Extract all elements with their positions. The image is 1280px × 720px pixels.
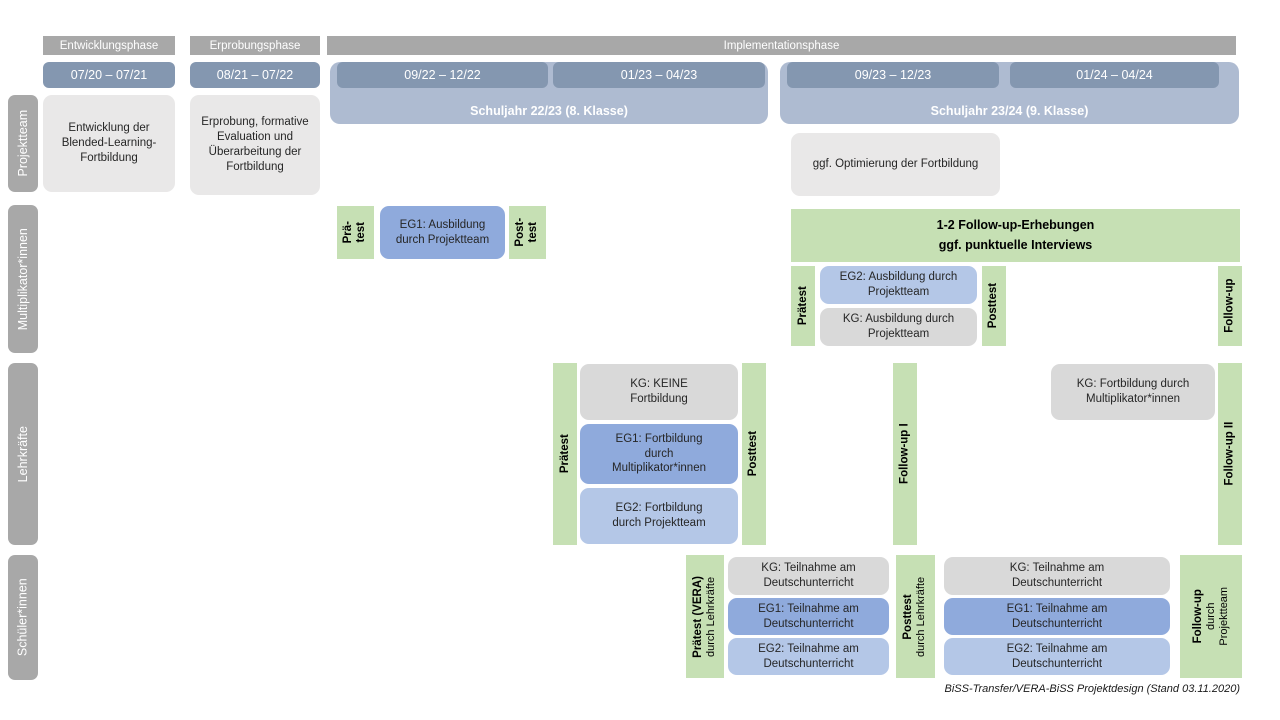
box-eg2-teilnahme-1-text: EG2: Teilnahme am Deutschunterricht xyxy=(758,642,859,670)
bar-posttest-s-line2: durch Lehrkräfte xyxy=(915,576,928,657)
box-eg1-fortbildung-multiplikatoren: EG1: Fortbildung durch Multiplikator*inn… xyxy=(580,424,738,484)
bar-posttest-m2-text: Posttest xyxy=(987,283,1000,329)
box-kg-teilnahme-1-text: KG: Teilnahme am Deutschunterricht xyxy=(761,562,856,589)
phase-header-implementation-label: Implementationsphase xyxy=(723,39,840,52)
diagram-caption: BiSS-Transfer/VERA-BiSS Projektdesign (S… xyxy=(944,683,1240,695)
row-label-multiplikatoren-text: Multiplikator*innen xyxy=(15,227,30,331)
box-eg2-teilnahme-2: EG2: Teilnahme am Deutschunterricht xyxy=(944,638,1170,675)
row-label-projektteam-text: Projektteam xyxy=(15,110,30,177)
bar-praetest-m1-line1: Prä- xyxy=(342,221,355,244)
row-label-schueler: Schüler*innen xyxy=(8,555,38,680)
bar-followup1-lehrkraefte: Follow-up I xyxy=(893,363,917,545)
row-label-multiplikatoren: Multiplikator*innen xyxy=(8,205,38,353)
date-pill-entwicklung: 07/20 – 07/21 xyxy=(43,62,175,88)
bar-followup2-lehrkraefte: Follow-up II xyxy=(1218,363,1242,545)
box-kg-fortbildung-multiplikatoren: KG: Fortbildung durch Multiplikator*inne… xyxy=(1051,364,1215,420)
bar-praetest-multiplikatoren-1: Prä-test xyxy=(337,206,374,259)
bar-posttest-multiplikatoren-1: Post-test xyxy=(509,206,546,259)
box-kg-fortbildung-text: KG: Fortbildung durch Multiplikator*inne… xyxy=(1076,378,1190,405)
box-entwicklung-fortbildung: Entwicklung der Blended-Learning-Fortbil… xyxy=(43,95,175,192)
box-erprobung-evaluation: Erprobung, formative Evaluation und Über… xyxy=(190,95,320,195)
box-eg1-teilnahme-1-text: EG1: Teilnahme am Deutschunterricht xyxy=(758,602,859,630)
box-erprobung-evaluation-text: Erprobung, formative Evaluation und Über… xyxy=(201,116,309,173)
box-eg2-ausbildung-text: EG2: Ausbildung durch Projektteam xyxy=(839,271,958,298)
bar-followup-s-line1: Follow-up xyxy=(1191,589,1204,644)
date-pill-01-24-label: 01/24 – 04/24 xyxy=(1076,68,1153,82)
bar-praetest-l-text: Prätest xyxy=(558,434,571,474)
box-kg-teilnahme-1: KG: Teilnahme am Deutschunterricht xyxy=(728,557,889,595)
box-eg1-teilnahme-1: EG1: Teilnahme am Deutschunterricht xyxy=(728,598,889,635)
bar-posttest-multiplikatoren-2: Posttest xyxy=(982,266,1006,346)
box-eg2-ausbildung: EG2: Ausbildung durch Projektteam xyxy=(820,266,977,304)
box-kg-ausbildung: KG: Ausbildung durch Projektteam xyxy=(820,308,977,346)
box-kg-keine-fortbildung-text: KG: KEINE Fortbildung xyxy=(630,378,688,405)
date-pill-09-23: 09/23 – 12/23 xyxy=(787,62,999,88)
bar-praetest-s-line2: durch Lehrkräfte xyxy=(705,576,718,657)
bar-posttest-m1-line2: test xyxy=(527,222,540,243)
box-kg-teilnahme-2-text: KG: Teilnahme am Deutschunterricht xyxy=(1009,562,1105,589)
box-kg-keine-fortbildung: KG: KEINE Fortbildung xyxy=(580,364,738,420)
row-label-schueler-text: Schüler*innen xyxy=(15,578,30,657)
row-label-lehrkraefte: Lehrkräfte xyxy=(8,363,38,545)
bar-followup1-l-text: Follow-up I xyxy=(898,423,911,485)
bar-praetest-s-line1: Prätest (VERA) xyxy=(692,575,705,658)
schoolyear-22-23-label: Schuljahr 22/23 (8. Klasse) xyxy=(470,104,628,118)
bar-praetest-m1-line2: test xyxy=(355,222,368,243)
date-pill-01-23-label: 01/23 – 04/23 xyxy=(620,68,698,82)
box-eg1-ausbildung-text: EG1: Ausbildung durch Projektteam xyxy=(395,218,490,246)
phase-header-erprobung: Erprobungsphase xyxy=(190,36,320,55)
box-optimierung: ggf. Optimierung der Fortbildung xyxy=(791,133,1000,196)
box-eg1-fortbildung-text: EG1: Fortbildung durch Multiplikator*inn… xyxy=(612,432,706,475)
schoolyear-band-23-24: 09/23 – 12/23 01/24 – 04/24 Schuljahr 23… xyxy=(780,62,1239,124)
bar-followup-multiplikatoren: Follow-up xyxy=(1218,266,1242,346)
bar-posttest-lehrkraefte: Posttest xyxy=(742,363,766,545)
bar-posttest-l-text: Posttest xyxy=(747,431,760,477)
box-kg-teilnahme-2: KG: Teilnahme am Deutschunterricht xyxy=(944,557,1170,595)
box-optimierung-text: ggf. Optimierung der Fortbildung xyxy=(812,158,979,171)
bar-followup2-l-text: Follow-up II xyxy=(1223,422,1236,486)
date-pill-01-23: 01/23 – 04/23 xyxy=(553,62,765,88)
phase-header-implementation: Implementationsphase xyxy=(327,36,1236,55)
bar-posttest-s-line1: Posttest xyxy=(902,593,915,640)
row-label-lehrkraefte-text: Lehrkräfte xyxy=(15,425,30,483)
date-pill-09-22: 09/22 – 12/22 xyxy=(337,62,548,88)
box-eg2-teilnahme-2-text: EG2: Teilnahme am Deutschunterricht xyxy=(1006,642,1108,670)
box-eg2-fortbildung-text: EG2: Fortbildung durch Projektteam xyxy=(612,502,706,529)
date-pill-09-22-label: 09/22 – 12/22 xyxy=(404,68,481,82)
phase-header-erprobung-label: Erprobungsphase xyxy=(209,39,301,52)
bar-followup-s-line3: Projektteam xyxy=(1217,587,1230,646)
date-pill-01-24: 01/24 – 04/24 xyxy=(1010,62,1219,88)
bar-posttest-m1-line1: Post- xyxy=(514,218,527,247)
date-pill-entwicklung-label: 07/20 – 07/21 xyxy=(70,68,148,82)
schoolyear-23-24-label: Schuljahr 23/24 (9. Klasse) xyxy=(930,104,1089,118)
bar-followup-s-line2: durch xyxy=(1204,602,1217,631)
box-kg-ausbildung-text: KG: Ausbildung durch Projektteam xyxy=(842,313,955,340)
phase-header-entwicklung-label: Entwicklungsphase xyxy=(59,39,159,52)
row-label-projektteam: Projektteam xyxy=(8,95,38,192)
box-eg1-teilnahme-2: EG1: Teilnahme am Deutschunterricht xyxy=(944,598,1170,635)
phase-header-entwicklung: Entwicklungsphase xyxy=(43,36,175,55)
band-followup-erhebungen: 1-2 Follow-up-Erhebungen ggf. punktuelle… xyxy=(791,209,1240,262)
bar-praetest-lehrkraefte: Prätest xyxy=(553,363,577,545)
band-followup-line2: ggf. punktuelle Interviews xyxy=(938,237,1093,252)
box-eg1-teilnahme-2-text: EG1: Teilnahme am Deutschunterricht xyxy=(1006,602,1108,630)
schoolyear-band-22-23: 09/22 – 12/22 01/23 – 04/23 Schuljahr 22… xyxy=(330,62,768,124)
bar-praetest-multiplikatoren-2: Prätest xyxy=(791,266,815,346)
bar-followup-m-text: Follow-up xyxy=(1223,278,1236,334)
box-eg1-ausbildung: EG1: Ausbildung durch Projektteam xyxy=(380,206,505,259)
date-pill-erprobung: 08/21 – 07/22 xyxy=(190,62,320,88)
box-entwicklung-fortbildung-text: Entwicklung der Blended-Learning-Fortbil… xyxy=(61,122,157,164)
band-followup-line1: 1-2 Follow-up-Erhebungen xyxy=(936,218,1095,233)
date-pill-erprobung-label: 08/21 – 07/22 xyxy=(216,68,294,82)
date-pill-09-23-label: 09/23 – 12/23 xyxy=(854,68,932,82)
bar-praetest-vera-schueler: Prätest (VERA)durch Lehrkräfte xyxy=(686,555,724,678)
box-eg2-fortbildung-projektteam: EG2: Fortbildung durch Projektteam xyxy=(580,488,738,544)
box-eg2-teilnahme-1: EG2: Teilnahme am Deutschunterricht xyxy=(728,638,889,675)
bar-praetest-m2-text: Prätest xyxy=(796,286,809,326)
